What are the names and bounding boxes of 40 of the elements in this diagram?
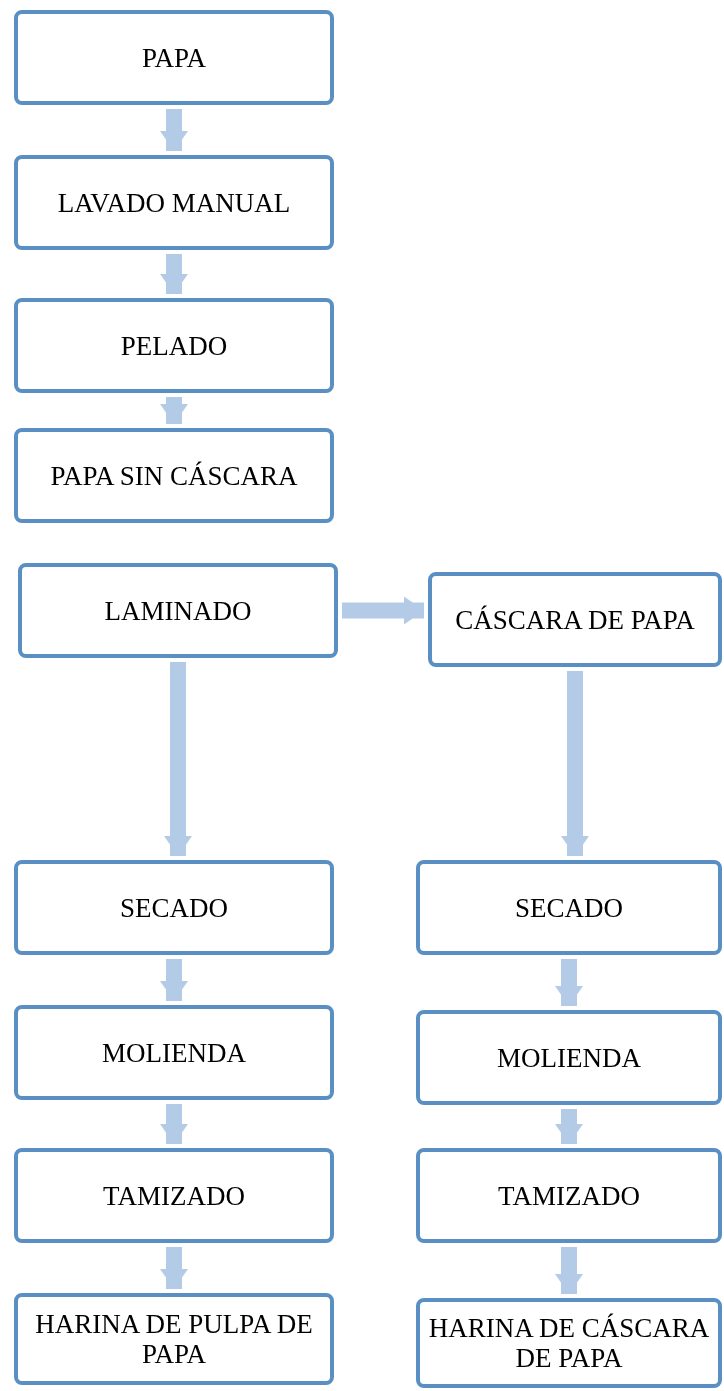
process-box: [18, 563, 338, 658]
step-label: LAVADO MANUAL: [57, 187, 291, 218]
process-box: [428, 572, 722, 667]
step-label: HARINA DE PULPA DE PAPA: [34, 1309, 314, 1369]
process-box: [14, 1005, 334, 1100]
step-label: CÁSCARA DE PAPA: [455, 604, 695, 635]
step-label: TAMIZADO: [498, 1180, 640, 1211]
block-arrow: [160, 397, 188, 424]
step-label: MOLIENDA: [102, 1037, 246, 1068]
block-arrow: [160, 1104, 188, 1144]
block-arrow: [555, 1247, 583, 1294]
process-box: [416, 860, 722, 955]
step-label: TAMIZADO: [103, 1180, 245, 1211]
block-arrow: [160, 109, 188, 151]
step-label: LAMINADO: [104, 595, 252, 626]
step-label: PAPA SIN CÁSCARA: [50, 460, 298, 491]
process-box: [14, 860, 334, 955]
block-arrow: [561, 671, 589, 856]
process-box: [416, 1010, 722, 1105]
step-label: SECADO: [515, 892, 623, 923]
step-label: HARINA DE CÁSCARA DE PAPA: [428, 1313, 710, 1373]
process-box: [14, 428, 334, 523]
process-box: [14, 10, 334, 105]
step-label: PELADO: [120, 330, 228, 361]
process-box: [14, 298, 334, 393]
process-box: [14, 1148, 334, 1243]
block-arrow: [342, 596, 424, 625]
block-arrow: [160, 254, 188, 294]
process-box: [14, 155, 334, 250]
block-arrow: [160, 959, 188, 1001]
block-arrow: [164, 662, 192, 856]
block-arrow: [160, 1247, 188, 1289]
process-box: [416, 1298, 722, 1388]
step-label: MOLIENDA: [497, 1042, 641, 1073]
process-box: [416, 1148, 722, 1243]
step-label: SECADO: [120, 892, 228, 923]
step-label: PAPA: [141, 42, 207, 73]
block-arrow: [555, 959, 583, 1006]
process-box: [14, 1293, 334, 1385]
block-arrow: [555, 1109, 583, 1144]
